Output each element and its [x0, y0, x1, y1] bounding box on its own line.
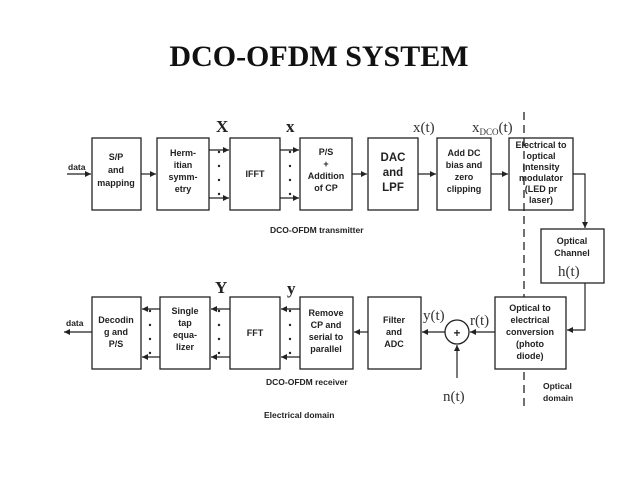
cp-label-3: serial to — [309, 332, 344, 342]
cp-label-4: parallel — [310, 344, 342, 354]
oe-photodiode-block — [494, 296, 567, 370]
signal-y: y — [287, 279, 296, 298]
optical-domain-label-1: Optical — [543, 381, 572, 391]
ps-cp-block — [299, 137, 353, 211]
tx-caption: DCO-OFDM transmitter — [270, 225, 364, 235]
eo-label-3: intensity — [522, 162, 559, 172]
ifft-label: IFFT — [246, 169, 265, 179]
dac-label-3: LPF — [382, 182, 404, 194]
eo-label-6: laser) — [529, 195, 553, 205]
hermitian-block — [156, 137, 210, 211]
eo-label-1: Electrical to — [515, 140, 567, 150]
eo-label-4: modulator — [519, 173, 563, 183]
sp-label-1: S/P — [109, 152, 124, 162]
eq-label-3: equa- — [173, 330, 197, 340]
oe-label-3: conversion — [506, 327, 554, 337]
signal-yt: y(t) — [423, 308, 445, 324]
rx-caption: DCO-OFDM receiver — [266, 377, 348, 387]
signal-X: X — [216, 117, 229, 136]
remove-cp-block — [299, 296, 354, 370]
filter-label-1: Filter — [383, 315, 406, 325]
rx-parallel-dots-1 — [288, 309, 292, 355]
signal-nt: n(t) — [443, 389, 465, 405]
oe-label-5: diode) — [517, 351, 544, 361]
eo-label-5: (LED pr — [525, 184, 558, 194]
dc-label-1: Add DC — [448, 148, 481, 158]
dac-lpf-block — [367, 137, 419, 211]
rx-parallel-dots-2 — [217, 309, 221, 355]
fft-label: FFT — [247, 328, 264, 338]
signal-rt: r(t) — [470, 313, 489, 329]
eq-label-1: Single — [171, 306, 198, 316]
electrical-domain-label: Electrical domain — [264, 410, 334, 420]
signal-Y: Y — [215, 278, 227, 297]
dec-label-3: P/S — [109, 339, 124, 349]
cp-label-2: CP and — [311, 320, 342, 330]
filter-label-2: and — [386, 327, 402, 337]
ifft-block — [229, 137, 281, 211]
decoding-block — [91, 296, 142, 370]
oe-label-4: (photo — [516, 339, 544, 349]
ps-label-2: + — [323, 159, 328, 169]
signal-xdco: xDCO(t) — [472, 120, 513, 137]
cp-label-1: Remove — [308, 308, 343, 318]
ps-label-1: P/S — [319, 147, 334, 157]
filter-adc-block — [367, 296, 422, 370]
dc-label-4: clipping — [447, 184, 482, 194]
herm-label-2: itian — [174, 160, 193, 170]
tx-parallel-dots-2 — [288, 150, 292, 196]
dec-label-2: g and — [104, 327, 128, 337]
sp-label-3: mapping — [97, 178, 135, 188]
optical-channel-block — [540, 228, 605, 284]
optical-domain-label-2: domain — [543, 393, 573, 403]
dc-label-2: bias and — [446, 160, 483, 170]
rx-parallel-dots-3 — [148, 309, 152, 355]
eo-label-2: optical — [526, 151, 555, 161]
herm-label-3: symm- — [168, 172, 197, 182]
rx-output-label: data — [66, 318, 84, 328]
plus-sign: + — [454, 328, 461, 340]
dc-bias-block — [436, 137, 492, 211]
eq-label-4: lizer — [176, 342, 195, 352]
dac-label-2: and — [383, 167, 403, 179]
herm-label-4: etry — [175, 184, 192, 194]
tx-input-label: data — [68, 162, 86, 172]
filter-label-3: ADC — [384, 339, 404, 349]
channel-label-2: Channel — [554, 248, 590, 258]
ps-label-4: of CP — [314, 183, 338, 193]
signal-ht: h(t) — [558, 264, 580, 280]
ps-label-3: Addition — [308, 171, 345, 181]
oe-label-2: electrical — [510, 315, 549, 325]
dec-label-1: Decodin — [98, 315, 134, 325]
page-title: DCO-OFDM SYSTEM — [169, 40, 469, 73]
signal-x: x — [286, 117, 295, 136]
dc-label-3: zero — [455, 172, 474, 182]
eq-label-2: tap — [178, 318, 192, 328]
channel-label-1: Optical — [557, 236, 588, 246]
tx-parallel-dots-1 — [217, 150, 221, 196]
arrow-eo-channel — [573, 173, 588, 228]
fft-block — [229, 296, 281, 370]
equalizer-block — [159, 296, 211, 370]
sp-mapping-block — [91, 137, 142, 211]
sp-label-2: and — [108, 165, 124, 175]
arrow-channel-oe — [567, 283, 586, 333]
signal-xt: x(t) — [413, 120, 435, 136]
oe-label-1: Optical to — [509, 303, 551, 313]
herm-label-1: Herm- — [170, 148, 196, 158]
eo-modulator-block — [508, 137, 574, 211]
dac-label-1: DAC — [381, 152, 406, 164]
